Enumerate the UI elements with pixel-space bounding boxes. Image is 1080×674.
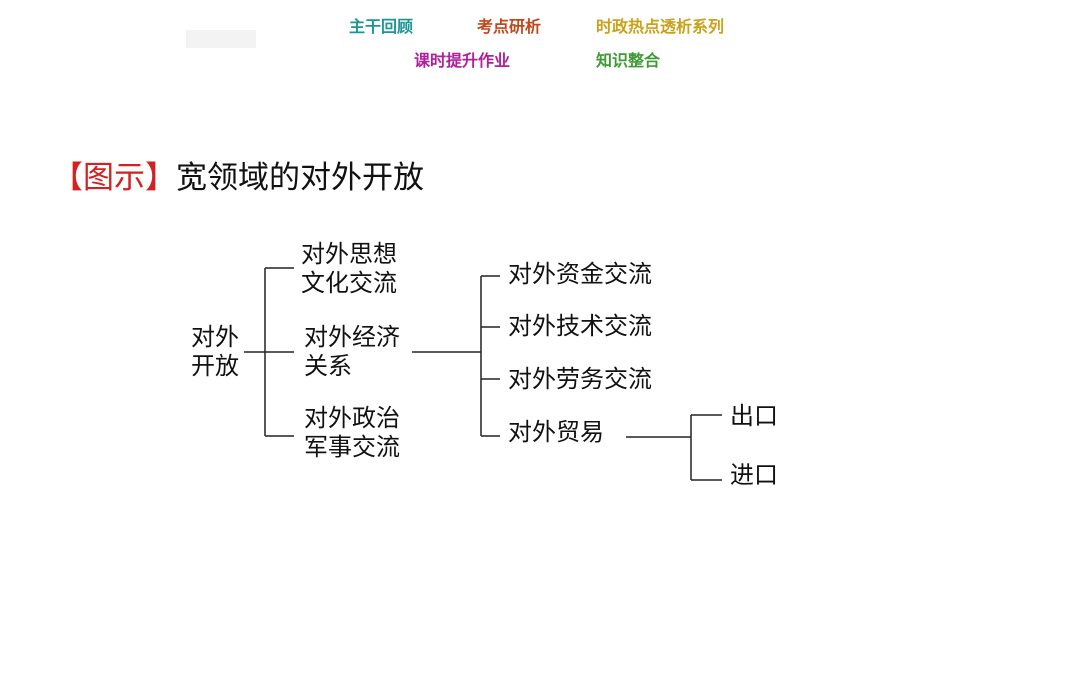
node-culture-exchange: 对外思想 文化交流 — [301, 240, 397, 298]
node-economic-line2: 关系 — [304, 352, 352, 380]
node-economic-relations: 对外经济 关系 — [304, 323, 400, 381]
node-import: 进口 — [730, 461, 778, 489]
title-label: 【图示】 — [52, 160, 176, 196]
nav-link-review[interactable]: 主干回顾 — [349, 17, 414, 36]
nav-link-knowledge[interactable]: 知识整合 — [596, 51, 661, 70]
node-culture-line1: 对外思想 — [301, 240, 397, 268]
faint-mark — [186, 30, 256, 48]
node-technology-exchange: 对外技术交流 — [508, 312, 652, 340]
node-labor-exchange: 对外劳务交流 — [508, 365, 652, 393]
node-political-line2: 军事交流 — [304, 433, 400, 461]
node-culture-line2: 文化交流 — [301, 269, 397, 297]
title-text: 宽领域的对外开放 — [176, 160, 424, 196]
page-title: 【图示】宽领域的对外开放 — [52, 152, 424, 197]
node-political-military: 对外政治 军事交流 — [304, 404, 400, 462]
node-political-line1: 对外政治 — [304, 404, 400, 432]
nav-link-homework[interactable]: 课时提升作业 — [414, 51, 511, 70]
node-foreign-trade: 对外贸易 — [508, 418, 604, 446]
node-root-line2: 开放 — [191, 352, 239, 380]
node-root-opening: 对外 开放 — [191, 323, 239, 381]
node-economic-line1: 对外经济 — [304, 323, 400, 351]
node-export: 出口 — [730, 402, 778, 430]
node-capital-exchange: 对外资金交流 — [508, 260, 652, 288]
nav-link-current-affairs[interactable]: 时政热点透析系列 — [596, 17, 725, 36]
nav-link-analysis[interactable]: 考点研析 — [477, 17, 542, 36]
node-root-line1: 对外 — [191, 323, 239, 351]
